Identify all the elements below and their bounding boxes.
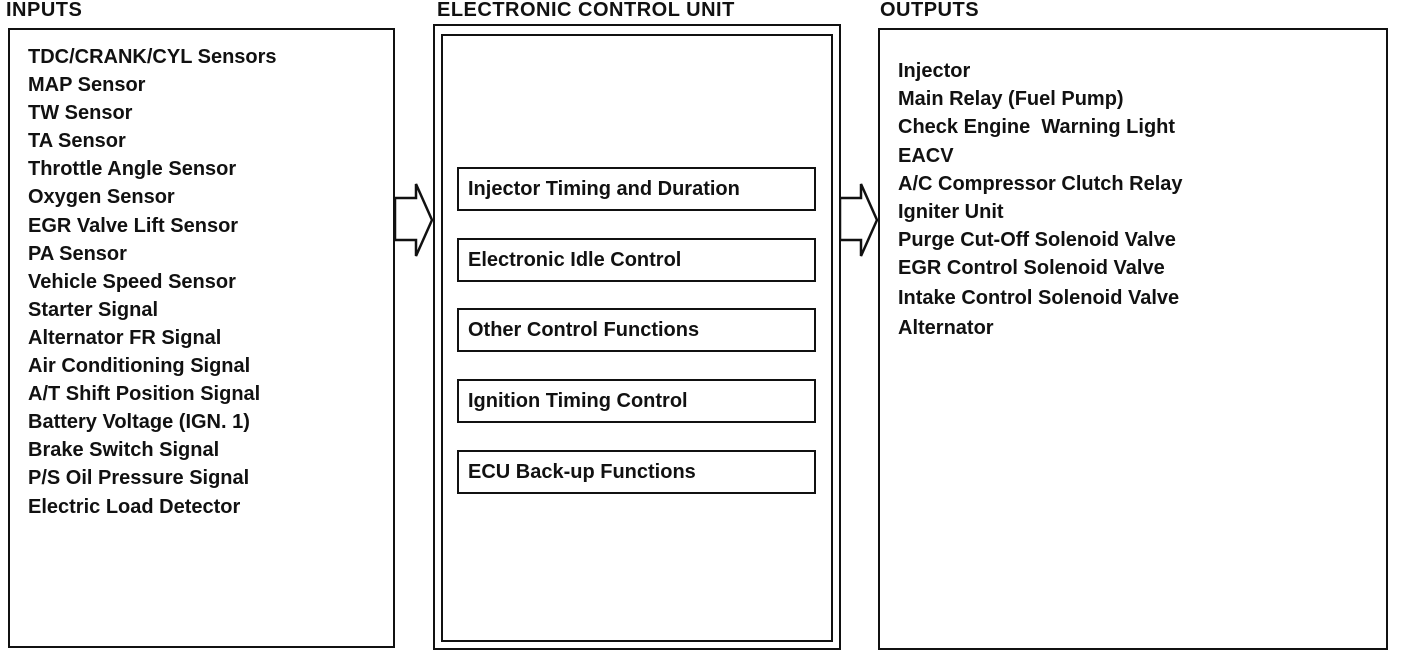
inputs-to-ecu-arrow-icon bbox=[394, 183, 434, 257]
input-item: Alternator FR Signal bbox=[28, 326, 222, 349]
input-item: Air Conditioning Signal bbox=[28, 355, 251, 378]
output-item: Igniter Unit bbox=[898, 201, 1004, 224]
output-item: Check Engine Warning Light bbox=[898, 116, 1176, 139]
output-item: Intake Control Solenoid Valve bbox=[898, 286, 1180, 309]
output-item: Injector bbox=[898, 60, 971, 82]
inputs-panel bbox=[8, 28, 395, 648]
outputs-heading: OUTPUTS bbox=[880, 0, 980, 21]
ecu-function-box: Injector Timing and Duration bbox=[457, 167, 816, 211]
output-item: EGR Control Solenoid Valve bbox=[898, 257, 1165, 280]
ecu-function-box: Electronic Idle Control bbox=[457, 238, 816, 282]
output-item: Purge Cut-Off Solenoid Valve bbox=[898, 229, 1176, 252]
output-item: EACV bbox=[898, 144, 954, 167]
input-item: Battery Voltage (IGN. 1) bbox=[28, 411, 250, 434]
input-item: TDC/CRANK/CYL Sensors bbox=[28, 46, 277, 68]
ecu-function-box: Ignition Timing Control bbox=[457, 379, 816, 423]
input-item: Starter Signal bbox=[28, 298, 159, 321]
input-item: MAP Sensor bbox=[28, 74, 146, 97]
inputs-heading: INPUTS bbox=[6, 0, 83, 21]
input-item: TA Sensor bbox=[28, 130, 126, 153]
input-item: Brake Switch Signal bbox=[28, 439, 220, 462]
input-item: A/T Shift Position Signal bbox=[28, 383, 261, 406]
input-item: Vehicle Speed Sensor bbox=[28, 270, 236, 293]
input-item: Throttle Angle Sensor bbox=[28, 158, 237, 181]
output-item: Main Relay (Fuel Pump) bbox=[898, 88, 1124, 111]
ecu-heading: ELECTRONIC CONTROL UNIT bbox=[437, 0, 735, 21]
input-item: P/S Oil Pressure Signal bbox=[28, 467, 250, 490]
output-item: Alternator bbox=[898, 316, 994, 339]
input-item: Oxygen Sensor bbox=[28, 186, 175, 209]
outputs-list: Injector Main Relay (Fuel Pump) Check En… bbox=[898, 57, 1183, 342]
input-item: Electric Load Detector bbox=[28, 495, 241, 518]
ecu-function-box: Other Control Functions bbox=[457, 308, 816, 352]
ecu-function-box: ECU Back-up Functions bbox=[457, 450, 816, 494]
outputs-panel bbox=[878, 28, 1388, 650]
input-item: EGR Valve Lift Sensor bbox=[28, 214, 239, 237]
output-item: A/C Compressor Clutch Relay bbox=[898, 172, 1183, 195]
ecu-to-outputs-arrow-icon bbox=[839, 183, 879, 257]
input-item: PA Sensor bbox=[28, 242, 127, 265]
inputs-list: TDC/CRANK/CYL Sensors MAP Sensor TW Sens… bbox=[28, 43, 277, 521]
input-item: TW Sensor bbox=[28, 102, 133, 125]
